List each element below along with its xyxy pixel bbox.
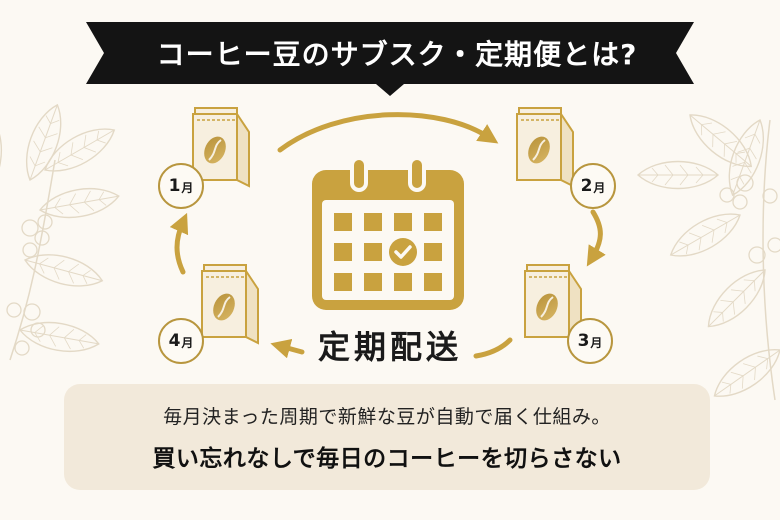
coffee-branch-left-icon	[0, 99, 122, 361]
regular-delivery-label: 定期配送	[317, 328, 462, 366]
title-banner: コーヒー豆のサブスク・定期便とは?	[86, 22, 694, 96]
month-unit: 月	[181, 181, 194, 195]
arrow-1-to-2-icon	[277, 112, 499, 153]
coffee-branch-right-icon	[637, 103, 780, 408]
info-headline: 買い忘れなしで毎日のコーヒーを切らさない	[152, 445, 622, 472]
coffee-bag-4-icon	[201, 264, 259, 344]
month-unit: 月	[181, 336, 194, 350]
coffee-bag-1-icon	[192, 107, 250, 187]
info-box: 毎月決まった周期で新鮮な豆が自動で届く仕組み。 買い忘れなしで毎日のコーヒーを切…	[64, 384, 710, 490]
month-number: 1	[168, 176, 181, 196]
month-unit: 月	[590, 336, 603, 350]
arrow-4-center-icon	[270, 338, 305, 359]
arrow-3-to-4-icon	[473, 337, 513, 359]
coffee-bag-2-icon	[516, 107, 574, 187]
month-unit: 月	[593, 181, 606, 195]
info-description: 毎月決まった周期で新鮮な豆が自動で届く仕組み。	[163, 405, 611, 428]
banner-ribbon-shape	[86, 22, 694, 96]
arrow-4-to-1-icon	[169, 212, 189, 275]
month-number: 4	[168, 331, 181, 351]
page-title: コーヒー豆のサブスク・定期便とは?	[156, 38, 638, 71]
month-number: 3	[577, 331, 590, 351]
month-number: 2	[580, 176, 593, 196]
arrow-2-to-3-icon	[586, 209, 606, 267]
calendar-check-icon	[312, 156, 464, 310]
